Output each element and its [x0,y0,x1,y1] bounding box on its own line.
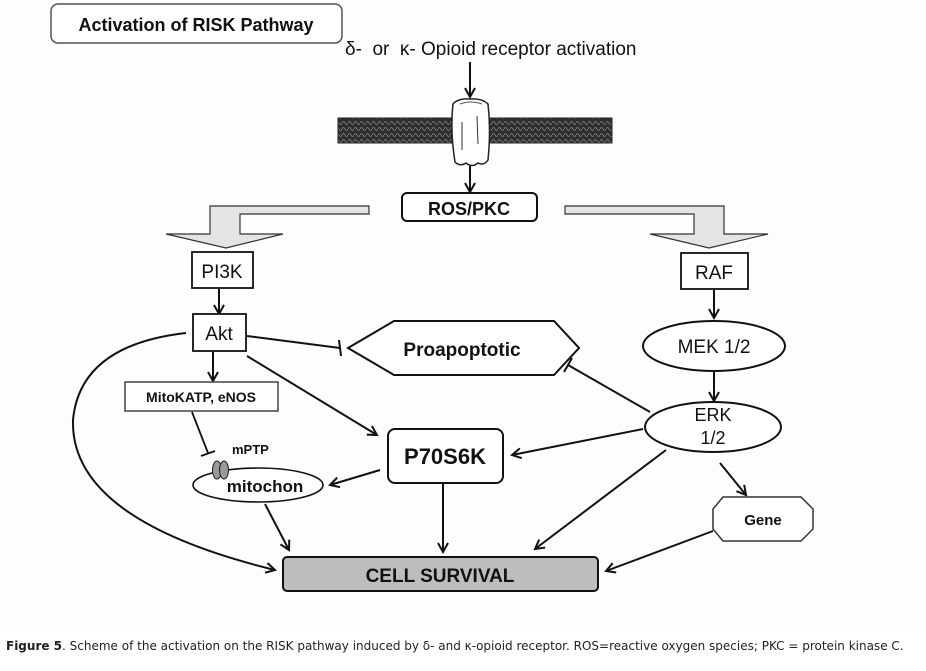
node-erk: ERK 1/2 [644,401,782,453]
node-akt: Akt [192,313,247,352]
pathway-figure: Activation of RISK Pathway δ- or κ- Opio… [50,3,814,592]
node-ros-pkc: ROS/PKC [401,192,538,222]
node-p70s6k: P70S6K [387,428,504,484]
inhibit-mitokatp-mptp [191,411,216,457]
arrow-gene-to-cell-survival [606,530,714,571]
inhibit-erk-proapoptotic [563,357,651,413]
arrow-erk-to-p70s6k [512,428,644,455]
mptp-label: mPTP [232,442,269,457]
risk-pathway-diagram: Activation of RISK Pathway δ- or κ- Opio… [50,3,814,592]
erk-label-line1: ERK [694,405,731,425]
erk-label-line2: 1/2 [700,428,725,448]
arrow-akt-to-p70s6k [246,355,377,435]
inhibit-akt-proapoptotic [246,335,342,357]
arrow-akt-to-cell-survival [71,332,275,570]
figure-caption: Figure 5. Scheme of the activation on th… [6,638,924,654]
cell-survival-label: CELL SURVIVAL [366,566,515,587]
arrow-p70s6k-to-mitochon [330,469,381,485]
node-gene: Gene [712,496,814,542]
gene-label: Gene [744,512,782,529]
raf-label: RAF [695,263,733,284]
block-arrow-right [564,205,769,249]
node-cell-survival: CELL SURVIVAL [282,556,599,592]
mitochon-label: mitochon [227,477,304,496]
title-frame [50,3,343,44]
node-mitokatp-enos: MitoKATP, eNOS [124,381,279,412]
diagram-title: Activation of RISK Pathway [78,15,313,35]
caption-label: Figure 5 [6,639,63,653]
arrow-erk-to-gene [719,462,746,495]
node-pi3k: PI3K [191,251,254,289]
mptp-channel-icon [212,460,229,480]
receptor-activation-label: δ- or κ- Opioid receptor activation [345,39,636,60]
node-raf: RAF [680,252,749,290]
pi3k-label: PI3K [201,262,243,283]
caption-text: . Scheme of the activation on the RISK p… [62,639,904,653]
opioid-receptor-icon [451,98,491,167]
node-mek: MEK 1/2 [642,320,786,372]
mitokatp-label: MitoKATP, eNOS [146,389,256,405]
arrow-erk-to-cell-survival [535,449,667,549]
node-proapoptotic: Proapoptotic [346,320,581,376]
ros-pkc-label: ROS/PKC [428,199,510,219]
mek-label: MEK 1/2 [678,337,751,358]
proapoptotic-label: Proapoptotic [403,340,521,361]
block-arrow-left [165,205,370,249]
arrow-mitochon-to-cell-survival [264,503,289,550]
p70s6k-label: P70S6K [404,444,486,469]
title-box: Activation of RISK Pathway [50,3,343,44]
akt-label: Akt [205,324,233,345]
